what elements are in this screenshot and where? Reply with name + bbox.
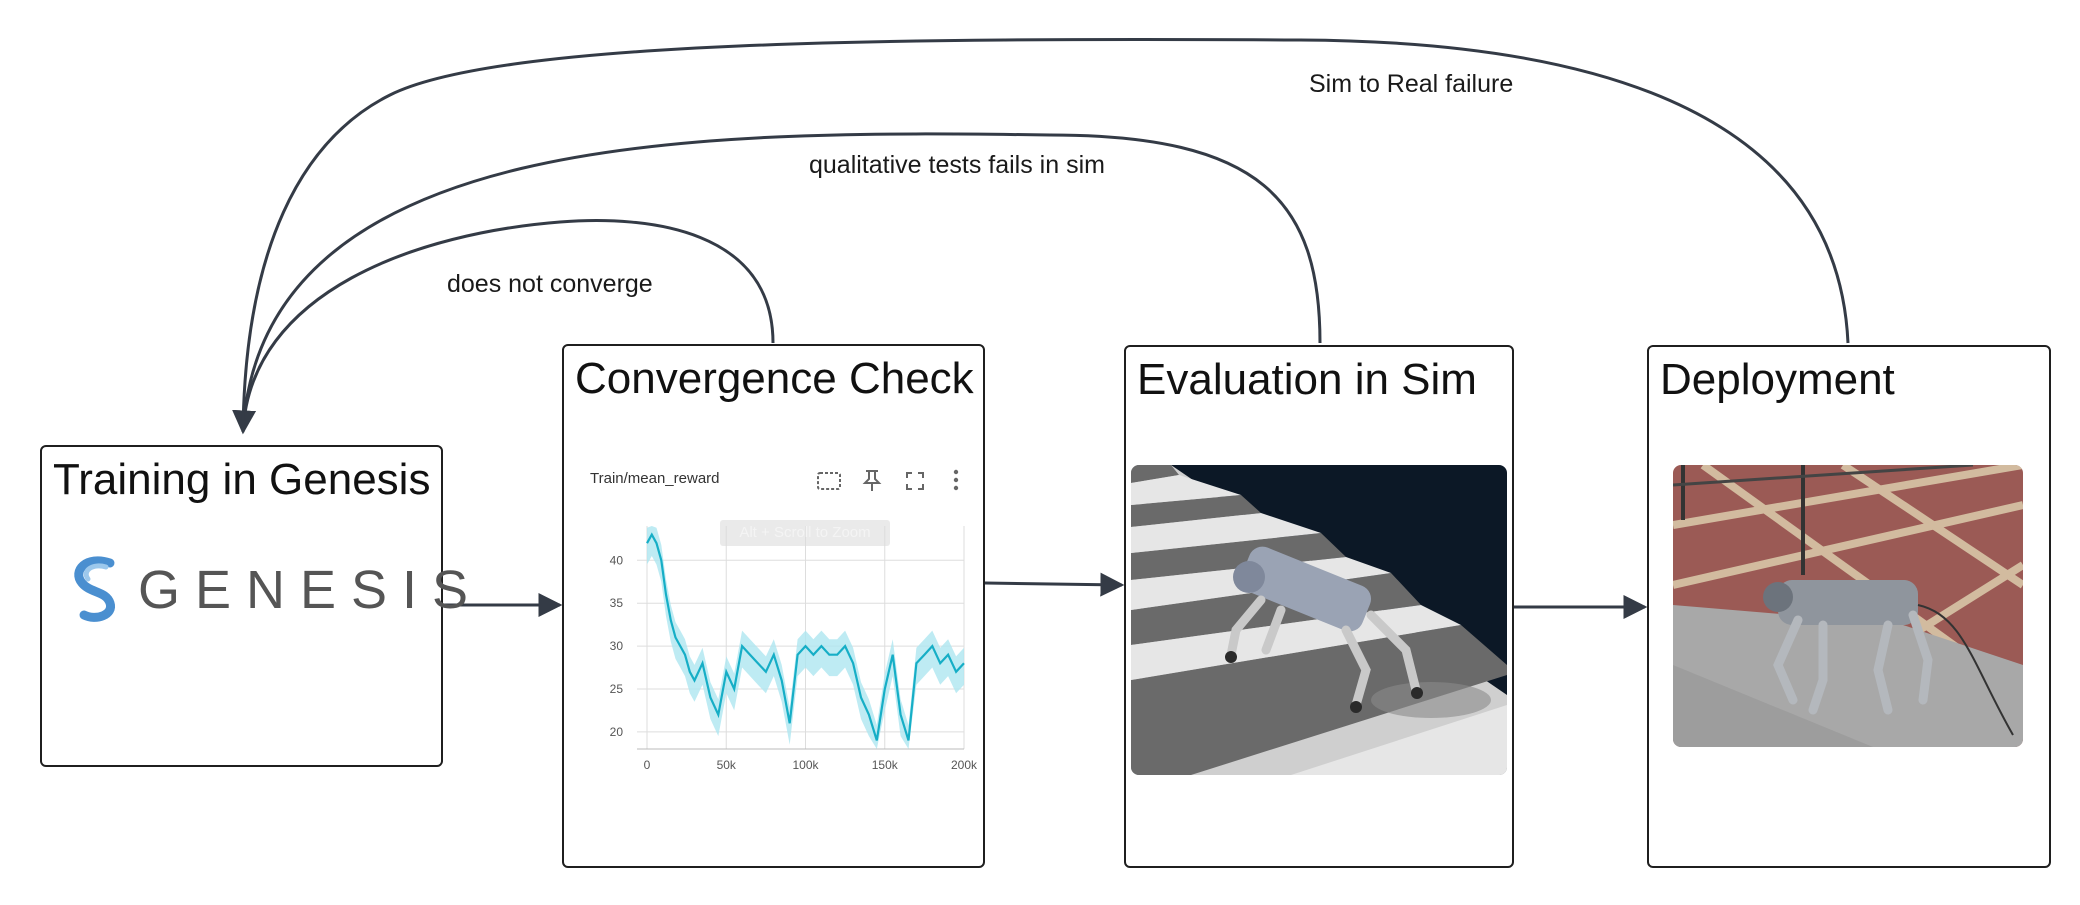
x-tick-label: 200k xyxy=(951,758,978,772)
x-tick-label: 50k xyxy=(717,758,737,772)
chart-title: Train/mean_reward xyxy=(590,470,720,487)
zoom-hint: Alt + Scroll to Zoom xyxy=(720,520,890,546)
genesis-logo-text: GENESIS xyxy=(138,560,484,620)
stage-deployment: Deployment xyxy=(1647,345,2051,868)
loop-label-not-converge: does not converge xyxy=(447,270,653,298)
robot-dog-icon xyxy=(1763,580,2014,736)
x-tick-label: 100k xyxy=(792,758,819,772)
x-tick-label: 150k xyxy=(872,758,899,772)
loop-qualitative xyxy=(241,132,1322,433)
y-tick-label: 20 xyxy=(610,725,624,739)
reward-chart: 0 50k 100k 150k 200k 20 25 30 35 40 xyxy=(610,526,978,772)
stage-training: Training in Genesis GENESIS xyxy=(40,445,468,767)
more-icon[interactable] xyxy=(950,468,962,492)
stage-convergence: Convergence Check Train/mean_reward 0 50k… xyxy=(562,344,985,868)
x-tick-label: 0 xyxy=(644,758,651,772)
y-tick-label: 25 xyxy=(610,682,624,696)
y-tick-label: 40 xyxy=(610,553,624,567)
loop-sim-to-real xyxy=(241,38,1850,433)
loop-not-converge xyxy=(232,219,775,435)
stage-evaluation: Evaluation in Sim xyxy=(1124,345,1514,868)
stage-title: Convergence Check xyxy=(575,354,974,403)
sim-scene-image xyxy=(1131,465,1507,775)
stage-title: Deployment xyxy=(1660,355,1895,404)
pin-icon[interactable] xyxy=(861,468,883,492)
stage-title: Evaluation in Sim xyxy=(1137,355,1477,404)
loop-label-qualitative: qualitative tests fails in sim xyxy=(809,151,1105,179)
real-robot-photo xyxy=(1673,465,2023,747)
arrow-convergence-to-eval xyxy=(984,572,1125,597)
y-tick-label: 30 xyxy=(610,639,624,653)
robot-dog-icon xyxy=(1225,546,1423,713)
y-tick-label: 35 xyxy=(610,596,624,610)
loop-label-sim-to-real: Sim to Real failure xyxy=(1309,70,1514,98)
fullscreen-icon[interactable] xyxy=(904,470,926,492)
stage-title: Training in Genesis xyxy=(53,455,431,504)
series-line xyxy=(646,532,965,741)
fit-icon[interactable] xyxy=(816,470,842,492)
genesis-logo-icon xyxy=(74,556,115,622)
